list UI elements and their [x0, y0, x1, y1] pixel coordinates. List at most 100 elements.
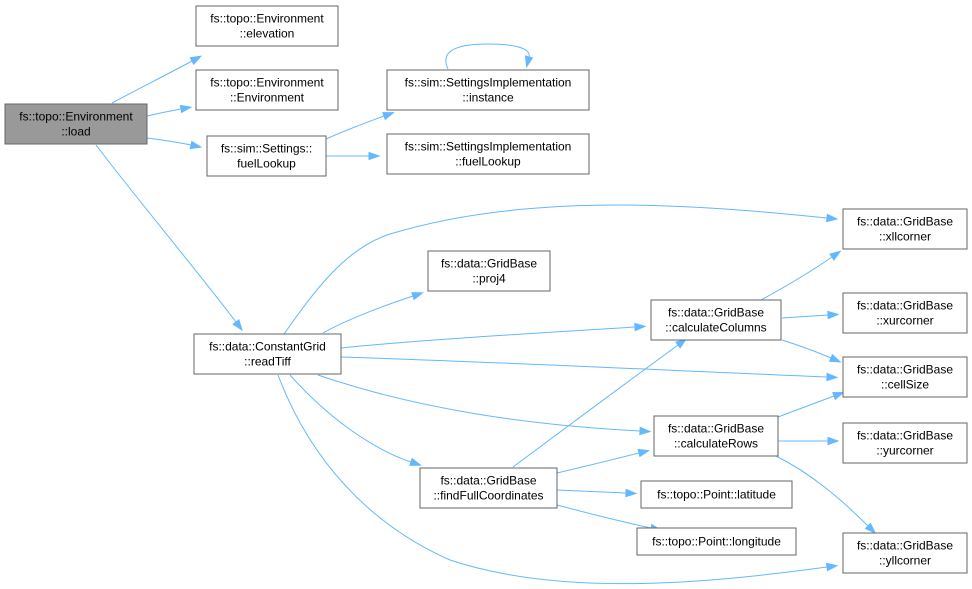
- edge-cg_readtiff-to-gb_calccols: [340, 322, 647, 349]
- edge-line: [325, 115, 385, 140]
- edge-line: [277, 374, 828, 585]
- edge-gb_calcrows-to-gb_yur: [778, 436, 840, 446]
- edge-line: [781, 339, 832, 359]
- node-label-line: ::Environment: [230, 91, 305, 105]
- node-label-line: ::xllcorner: [879, 230, 931, 244]
- edge-env_load-to-env_elevation: [111, 55, 203, 104]
- node-si-instance[interactable]: fs::sim::SettingsImplementation::instanc…: [386, 69, 590, 111]
- node-gb-findfull[interactable]: fs::data::GridBase::findFullCoordinates: [419, 467, 558, 509]
- node-label-line: fs::data::GridBase: [857, 429, 953, 443]
- node-label-line: ::findFullCoordinates: [433, 489, 543, 503]
- node-box: [842, 292, 968, 334]
- edge-line: [289, 374, 412, 463]
- edge-line: [777, 395, 835, 418]
- node-label-line: fs::data::ConstantGrid: [209, 340, 326, 354]
- node-gb-cell[interactable]: fs::data::GridBase::cellSize: [842, 356, 968, 398]
- node-cg-readtiff[interactable]: fs::data::ConstantGrid::readTiff: [193, 333, 342, 375]
- node-label-line: ::load: [61, 125, 90, 139]
- arrowhead-icon: [189, 55, 203, 66]
- node-env-load[interactable]: fs::topo::Environment::load: [4, 103, 148, 145]
- node-box: [427, 250, 551, 292]
- node-label-line: ::cellSize: [881, 378, 929, 392]
- node-box: [842, 422, 968, 464]
- edge-line: [340, 326, 636, 349]
- node-label-line: ::proj4: [472, 272, 506, 286]
- edge-line: [781, 314, 829, 319]
- node-label-line: fs::data::GridBase: [857, 539, 953, 553]
- node-label-line: ::calculateColumns: [665, 321, 766, 335]
- node-label-line: ::instance: [462, 91, 514, 105]
- arrowhead-icon: [179, 104, 193, 114]
- node-gb-xll[interactable]: fs::data::GridBase::xllcorner: [842, 208, 968, 250]
- arrowhead-icon: [625, 488, 638, 498]
- node-gb-calccols[interactable]: fs::data::GridBase::calculateColumns: [650, 299, 782, 341]
- node-label-line: fs::topo::Point::longitude: [652, 535, 781, 549]
- node-label-line: ::yllcorner: [879, 554, 931, 568]
- edge-line: [283, 204, 828, 335]
- node-si-fuel[interactable]: fs::sim::SettingsImplementation::fuelLoo…: [386, 133, 590, 175]
- node-gb-yll[interactable]: fs::data::GridBase::yllcorner: [842, 532, 968, 574]
- edge-si_instance-to-si_instance: [445, 43, 534, 70]
- node-box: [195, 5, 339, 47]
- node-gb-calcrows[interactable]: fs::data::GridBase::calculateRows: [653, 415, 779, 457]
- node-env-elevation[interactable]: fs::topo::Environment::elevation: [195, 5, 339, 47]
- edge-line: [111, 60, 193, 104]
- edge-env_load-to-settings_fuel: [146, 137, 203, 150]
- arrowhead-icon: [675, 338, 688, 349]
- arrowhead-icon: [637, 448, 651, 458]
- arrowhead-icon: [411, 292, 424, 301]
- edge-line: [146, 108, 182, 117]
- arrowhead-icon: [827, 436, 840, 446]
- arrowhead-icon: [832, 391, 845, 401]
- node-settings-fuel[interactable]: fs::sim::Settings::fuelLookup: [206, 135, 327, 177]
- node-box: [650, 299, 782, 341]
- node-label-line: fs::data::GridBase: [857, 363, 953, 377]
- node-label-line: fs::data::GridBase: [441, 257, 537, 271]
- edge-cg_readtiff-to-gb_yll: [277, 374, 839, 585]
- node-box: [842, 356, 968, 398]
- node-gb-xur[interactable]: fs::data::GridBase::xurcorner: [842, 292, 968, 334]
- node-box: [4, 103, 148, 145]
- node-box: [636, 527, 797, 556]
- node-label-line: ::elevation: [240, 27, 295, 41]
- edge-line: [760, 256, 833, 301]
- node-label-line: fs::sim::SettingsImplementation: [405, 76, 572, 90]
- node-box: [842, 532, 968, 574]
- edge-line: [146, 137, 192, 146]
- edge-settings_fuel-to-si_fuel: [325, 151, 381, 161]
- edge-cg_readtiff-to-gb_cell: [340, 356, 839, 382]
- arrowhead-icon: [189, 140, 203, 150]
- node-label-line: fs::topo::Point::latitude: [657, 488, 776, 502]
- edge-gb_calccols-to-gb_xll: [760, 250, 842, 301]
- node-gb-yur[interactable]: fs::data::GridBase::yurcorner: [842, 422, 968, 464]
- arrowhead-icon: [232, 318, 243, 332]
- arrowhead-icon: [409, 457, 422, 466]
- node-label-line: fs::data::GridBase: [857, 299, 953, 313]
- node-box: [193, 333, 342, 375]
- nodes-layer: fs::topo::Environment::loadfs::topo::Env…: [4, 5, 968, 574]
- arrowhead-icon: [634, 322, 647, 332]
- node-label-line: fs::sim::SettingsImplementation: [405, 140, 572, 154]
- node-gb-proj4[interactable]: fs::data::GridBase::proj4: [427, 250, 551, 292]
- node-env-ctor[interactable]: fs::topo::Environment::Environment: [195, 69, 339, 111]
- edge-env_load-to-env_ctor: [146, 104, 193, 117]
- node-box: [640, 480, 793, 509]
- edges-layer: [95, 43, 877, 585]
- edge-cg_readtiff-to-gb_findfull: [289, 374, 422, 466]
- node-label-line: fs::data::GridBase: [440, 474, 536, 488]
- arrowhead-icon: [826, 372, 839, 382]
- arrowhead-icon: [828, 353, 842, 363]
- node-label-line: fuelLookup: [237, 157, 296, 171]
- edge-line: [317, 374, 641, 432]
- node-label-line: fs::data::GridBase: [668, 422, 764, 436]
- arrowhead-icon: [827, 310, 840, 320]
- edge-gb_findfull-to-gb_calcrows: [556, 448, 651, 474]
- arrowhead-icon: [864, 522, 877, 535]
- node-pt-lon[interactable]: fs::topo::Point::longitude: [636, 527, 797, 556]
- node-label-line: fs::data::GridBase: [857, 215, 953, 229]
- arrowhead-icon: [639, 426, 652, 436]
- edge-line: [556, 489, 627, 494]
- node-pt-lat[interactable]: fs::topo::Point::latitude: [640, 480, 793, 509]
- node-label-line: fs::topo::Environment: [210, 12, 324, 26]
